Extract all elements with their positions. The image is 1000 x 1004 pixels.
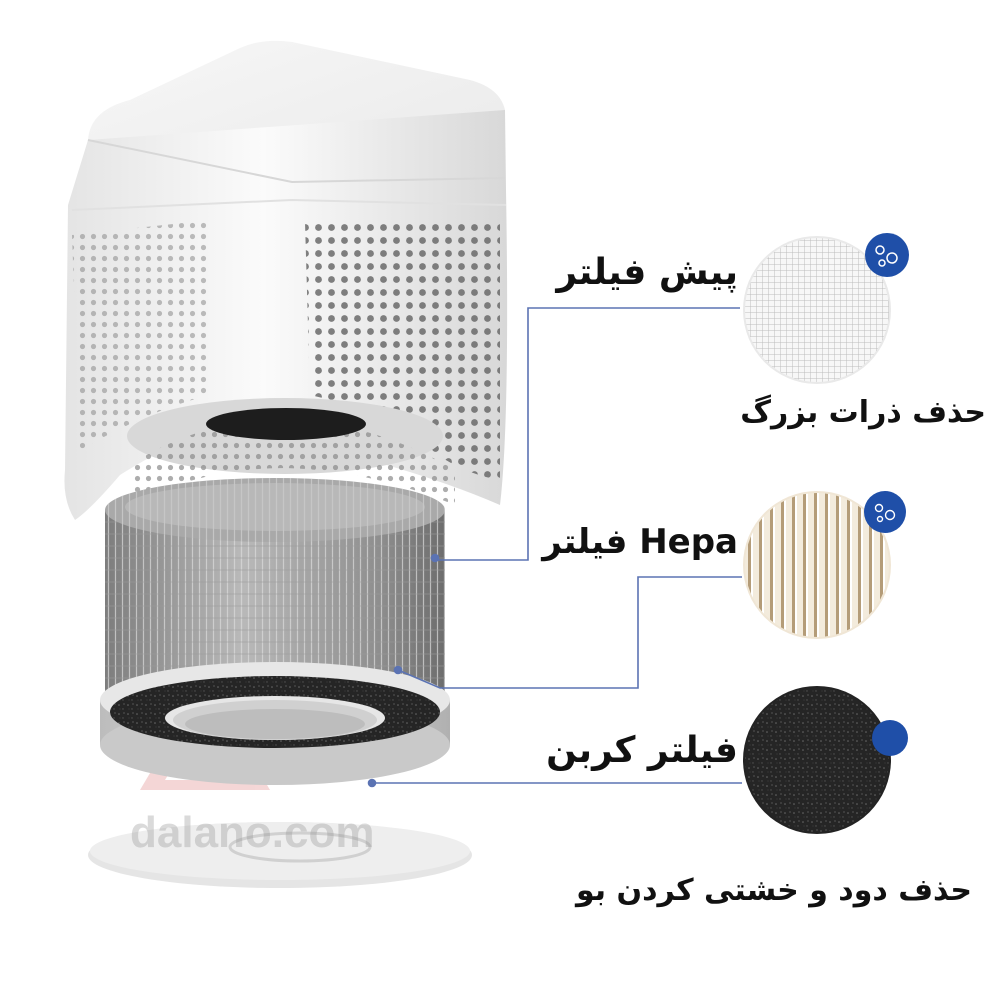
pre-filter-sample: [743, 233, 909, 384]
hepa-filter-sample: [743, 491, 906, 639]
badge-icon: [872, 720, 908, 756]
carbon-filter-caption: حذف دود و خشتی کردن بو: [575, 873, 972, 908]
carbon-filter-label: فیلتر کربن: [546, 730, 738, 771]
carbon-filter-ring: [100, 662, 450, 785]
particle-badge-icon: [865, 233, 909, 277]
leader-dot-carbon: [367, 778, 377, 788]
base-plate: [88, 822, 472, 888]
watermark-text: dalano.com: [130, 808, 375, 857]
leader-line-pre: [435, 307, 740, 561]
leader-lines: [367, 307, 742, 788]
hepa-filter-label: فیلتر Hepa: [542, 522, 738, 562]
carbon-filter-sample: [743, 686, 908, 834]
leader-dot-pre: [430, 553, 440, 563]
purifier-housing: [64, 40, 508, 520]
leader-line-hepa: [397, 576, 742, 689]
pre-filter-label: پیش فیلتر: [556, 252, 738, 293]
pre-filter-caption: حذف ذرات بزرگ: [740, 395, 986, 430]
leader-dot-hepa: [393, 665, 403, 675]
particle-badge-icon: [864, 491, 906, 533]
